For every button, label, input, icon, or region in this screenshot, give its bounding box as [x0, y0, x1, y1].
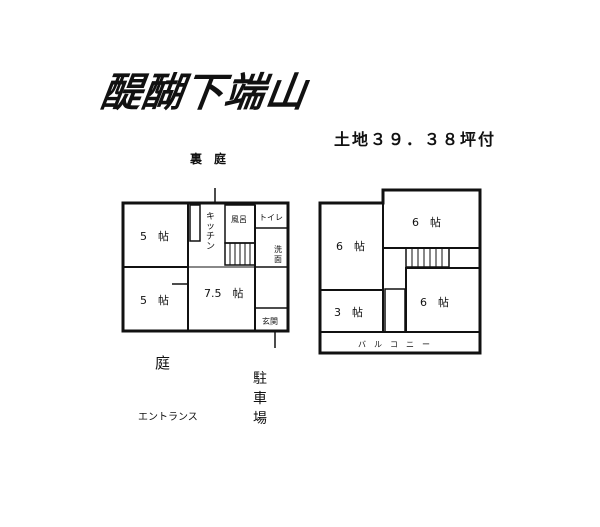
kitchen-label-1: キ [206, 212, 215, 222]
second-floor-plan [318, 188, 482, 355]
garden-label: 庭 [155, 354, 170, 372]
kitchen-label-2: ッ [206, 222, 215, 232]
room-6-jo-top-right: 6 帖 [412, 216, 441, 229]
bath-label: 風呂 [231, 215, 247, 224]
parking-label-2: 車 [253, 390, 267, 407]
balcony-label: バ ル コ ニ ー [358, 340, 430, 349]
room-3-jo: 3 帖 [334, 306, 363, 319]
genkan-label: 玄関 [262, 316, 278, 326]
room-6-jo-left: 6 帖 [336, 240, 365, 253]
room-5-jo-lower: 5 帖 [140, 294, 169, 307]
first-floor-plan [121, 188, 290, 348]
room-6-jo-bottom-right: 6 帖 [420, 296, 449, 309]
room-5-jo-upper: 5 帖 [140, 230, 169, 243]
toilet-label: トイレ [259, 213, 283, 222]
parking-label-1: 駐 [253, 371, 267, 387]
kitchen-label-4: ン [206, 242, 215, 252]
entrance-label: エントランス [138, 411, 198, 423]
washroom-label-1: 洗 [274, 244, 282, 254]
kitchen-label-3: チ [206, 231, 215, 242]
living-7-5-jo: 7.5 帖 [204, 287, 244, 300]
parking-label-3: 場 [253, 411, 267, 427]
land-area-text: 土地３９．３８坪付 [334, 130, 497, 149]
back-garden-label: 裏 庭 [189, 151, 226, 166]
washroom-label-2: 面 [274, 255, 282, 264]
